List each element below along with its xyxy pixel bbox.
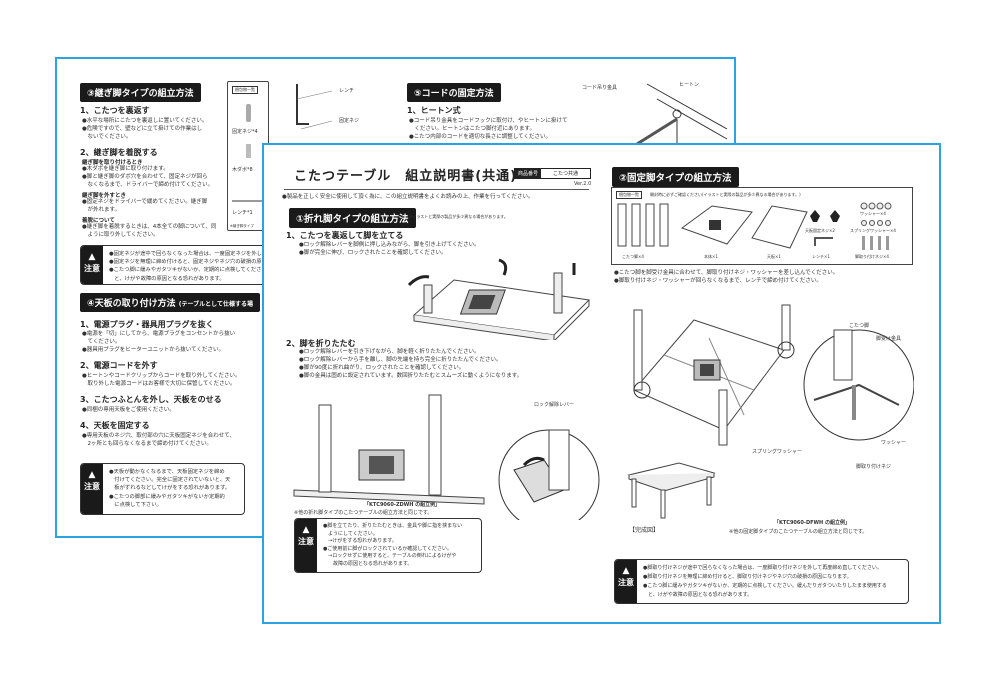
title-divider: [284, 189, 589, 190]
step-text: ●同梱の専用天板をご使用ください。: [82, 407, 175, 413]
wrench-icon: [232, 200, 264, 202]
warning-icon: ▲注意: [81, 464, 103, 514]
caution-box: ▲注意 ●天板が動かなくなるまで、天板固定ネジを締め 付けてください。完全に固定…: [80, 463, 245, 515]
step-text: ●水平な場所にこたつを裏返しに置いてください。●危険ですので、壁などに立て掛けて…: [82, 118, 208, 140]
step-title: 4、天板を固定する: [80, 421, 150, 430]
section5-heading: ⑤コードの固定方法: [407, 83, 501, 102]
sub-title: 着脱について: [82, 218, 115, 224]
fold-leg-detail-illustration: [293, 394, 600, 520]
section3-heading: ③継ぎ脚タイプの組立方法: [80, 83, 201, 102]
completed-table-illustration: [627, 462, 716, 519]
dowel-icon: [246, 144, 251, 158]
step-title: 3、こたつふとんを外し、天板をのせる: [80, 395, 222, 404]
warning-icon: ▲注意: [81, 246, 103, 284]
step-title: 2、電源コードを外す: [80, 361, 158, 370]
caution-box: ▲注意 ●脚を立てたり、折りたたむときは、金具や脚に指を挟まない ようにしてくだ…: [294, 518, 482, 573]
step-title: 1、こたつを裏返す: [80, 106, 150, 115]
step-title: 1、こたつを裏返して脚を立てる: [286, 231, 404, 240]
intro-text: ●製品を正しく安全に使用して頂く為に、この組立説明書をよくお読みの上、作業を行っ…: [282, 194, 534, 200]
step-text: ●コード吊り金具をコードフックに取付け、やヒートンに掛けて ください。ヒートンは…: [409, 118, 568, 140]
page-title: こたつテーブル 組立説明書(共通): [294, 169, 518, 184]
product-code: 商品番号こたつ共通: [514, 168, 592, 179]
sub-title: 継ぎ脚を取り付けるとき: [82, 160, 143, 166]
caution-box: ▲注意 ●固定ネジが途中で回らなくなった場合は、一度固定ネジを外し●固定ネジを無…: [80, 245, 270, 285]
fixed-leg-assembly-illustration: [633, 304, 914, 446]
step-text: ●こたつ脚を脚受け金具に合わせて、脚取り付けネジ・ワッシャーを差し込んでください…: [614, 270, 839, 284]
step-text: ●木ダボを継ぎ脚に取り付けます。●脚と継ぎ脚のダボ穴を合わせて、固定ネジが回ら …: [82, 166, 214, 188]
parts-illustrations: [617, 202, 892, 250]
sub-title: 継ぎ脚を外すとき: [82, 193, 127, 199]
step-text: ●専用天板のネジ穴、取付部の穴に天板固定ネジを合わせて、 2ヶ所とも回らなくなる…: [82, 433, 236, 447]
section4-heading: ④天板の取り付け方法 (テーブルとして仕様する場: [80, 293, 260, 312]
step-title: 2、脚を折りたたむ: [286, 339, 356, 348]
step-text: ●継ぎ脚を着脱するときは、4本全ての脚について、同 ように取り外してください。: [82, 224, 217, 238]
warning-icon: ▲注意: [295, 519, 317, 572]
step-text: ●固定ネジをドライバーで緩めてください。継ぎ脚 が外れます。: [82, 199, 208, 213]
step-title: 1、ヒートン式: [407, 106, 461, 115]
section2-heading: ②固定脚タイプの組立方法: [612, 167, 739, 187]
wrench-screw-illustration: [296, 84, 333, 130]
step-text: ●ヒートンやコードクリップからコードを取り外してください。 取り外した電源コード…: [82, 373, 241, 387]
step-text: ●ロック解除レバーを脚側に押し込みながら、脚を引き上げてください。●脚が完全に伸…: [299, 242, 480, 256]
section1-heading: ①折れ脚タイプの組立方法: [289, 208, 416, 228]
screw-icon: [246, 104, 251, 122]
folding-leg-table-illustration: [407, 258, 591, 340]
lever-label: ロック解除レバー: [534, 402, 575, 408]
version: Ver.2.0: [574, 181, 592, 187]
caution-box: ▲注意 ●脚取り付けネジが途中で回らなくなった場合は、一度脚取り付けネジを外して…: [614, 559, 909, 604]
heaton-illustration: [636, 83, 728, 149]
step-text: ●ロック解除レバーを引き下げながら、脚を軽く折りたたんでください。●ロック解除レ…: [299, 349, 523, 379]
step-title: 1、電源プラグ・器具用プラグを抜く: [80, 320, 214, 329]
step-text: ●電源を「切」にしてから、電源プラグをコンセントから抜い てください。●器具用プ…: [82, 331, 236, 353]
parts-list-box: 梱包物一覧 開封時に必ずご確認ください(イラストと実際の製品が多少異なる場合があ…: [611, 187, 913, 265]
step-title: 2、継ぎ脚を着脱する: [80, 148, 158, 157]
front-manual-page: こたつテーブル 組立説明書(共通) 商品番号こたつ共通 Ver.2.0 ●製品を…: [262, 143, 941, 624]
parts-box: 梱包物一覧 固定ネジ*4 木ダボ*8 レンチ*1 ※継ぎ脚タイプ: [227, 81, 269, 231]
warning-icon: ▲注意: [615, 560, 637, 603]
